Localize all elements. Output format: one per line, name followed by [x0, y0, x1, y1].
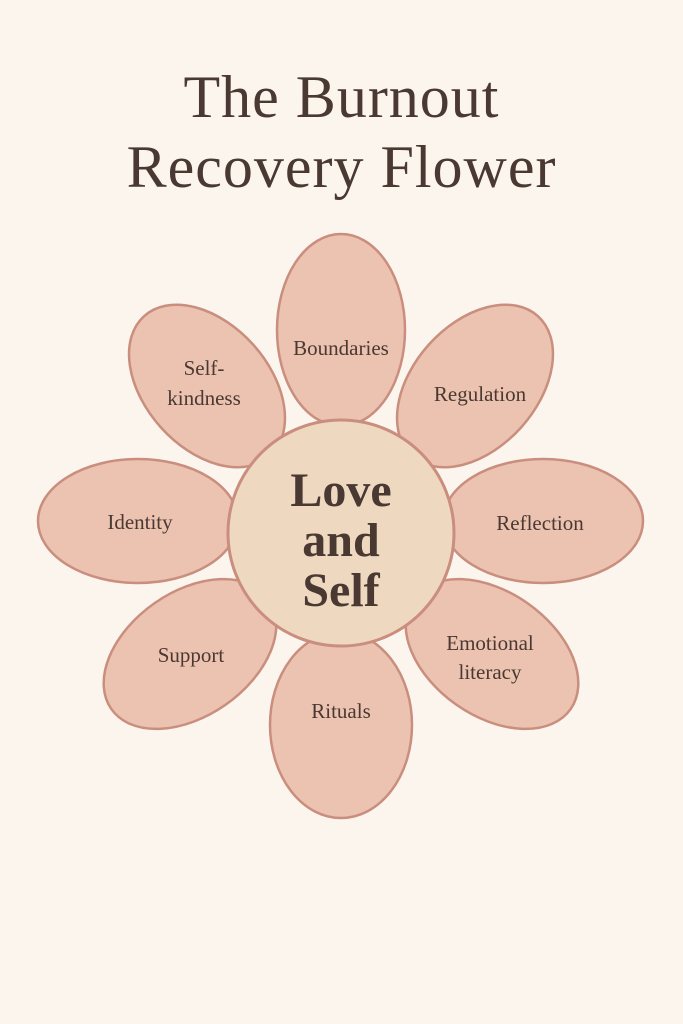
label-regulation: Regulation: [434, 382, 527, 406]
center-label-2: and: [302, 514, 380, 567]
page-title: The Burnout Recovery Flower: [0, 62, 683, 202]
center-label-3: Self: [302, 564, 380, 617]
label-boundaries: Boundaries: [293, 336, 389, 360]
flower-center: [226, 418, 456, 648]
center-label-1: Love: [290, 464, 391, 517]
label-reflection: Reflection: [496, 511, 584, 535]
title-line-1: The Burnout: [183, 64, 500, 130]
petal-rituals: [268, 630, 414, 820]
label-identity: Identity: [107, 510, 173, 534]
title-line-2: Recovery Flower: [126, 134, 557, 200]
label-self-kindness-2: kindness: [167, 386, 241, 410]
label-support: Support: [158, 643, 225, 667]
label-emotional-literacy-2: literacy: [459, 660, 522, 684]
petal-boundaries: [275, 232, 407, 428]
label-emotional-literacy-1: Emotional: [446, 631, 534, 655]
label-rituals: Rituals: [311, 699, 371, 723]
label-self-kindness-1: Self-: [184, 356, 225, 380]
